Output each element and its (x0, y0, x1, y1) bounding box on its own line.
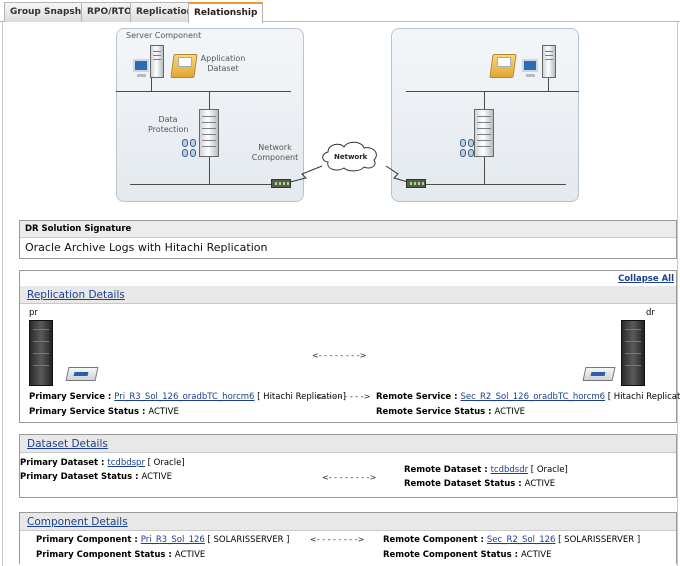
primary-host-label: pr (29, 308, 38, 318)
remote-service-status-label: Remote Service Status : (376, 407, 495, 417)
remote-service-link[interactable]: Sec_R2_Sol_126_oradbTC_horcm6 (460, 392, 606, 402)
network-cloud-icon (289, 141, 409, 183)
remote-network-switch-icon (406, 179, 426, 188)
remote-service-status-row: Remote Service Status : ACTIVE (376, 407, 525, 418)
primary-tape-drive-icon (65, 367, 99, 381)
remote-service-status-value: ACTIVE (494, 407, 526, 417)
remote-dataset-link[interactable]: tcdbdsdr (490, 465, 529, 475)
primary-service-label: Primary Service : (29, 392, 115, 402)
replication-arrow-icon: <- - - - - - - -> (312, 351, 367, 360)
remote-lower-bus-line (426, 184, 566, 185)
primary-dataset-status-label: Primary Dataset Status : (20, 472, 142, 482)
component-arrow-icon: <- - - - - - - -> (310, 535, 365, 544)
primary-component-status-label: Primary Component Status : (36, 550, 175, 560)
remote-tape-drive-icon (582, 367, 616, 381)
replication-details-panel: Collapse All Replication Details pr dr <… (19, 270, 680, 423)
remote-storage-rack-icon (621, 320, 645, 386)
remote-dataset-type: [ Oracle] (528, 465, 568, 475)
primary-component-label: Primary Component : (36, 535, 141, 545)
remote-component-type: [ SOLARISSERVER ] (555, 535, 641, 545)
remote-component-link[interactable]: Sec_R2_Sol_126 (486, 535, 556, 545)
remote-component-row: Remote Component : Sec_R2_Sol_126 [ SOLA… (383, 535, 640, 546)
remote-server-link (548, 78, 549, 91)
remote-component-label: Remote Component : (383, 535, 487, 545)
tab-bar: Group Snapshot RPO/RTO Replication Relat… (0, 0, 680, 23)
dataset-details-panel: Dataset Details Primary Dataset : tcdbds… (19, 434, 677, 498)
dr-signature-value: Oracle Archive Logs with Hitachi Replica… (25, 241, 268, 254)
service-link-arrow-icon: <- - - - - - - -> (316, 392, 371, 401)
remote-host-label: dr (646, 308, 655, 318)
primary-dataset-status-row: Primary Dataset Status : ACTIVE (20, 472, 172, 483)
primary-component-link[interactable]: Pri_R3_Sol_126 (140, 535, 205, 545)
remote-dataset-row: Remote Dataset : tcdbdsdr [ Oracle] (404, 465, 568, 476)
dataset-details-header[interactable]: Dataset Details (20, 435, 676, 453)
component-details-panel: Component Details Primary Component : Pr… (19, 512, 677, 564)
remote-upper-bus-line (406, 91, 579, 92)
primary-dataset-link[interactable]: tcdbdspr (107, 458, 145, 468)
server-component-label: Server Component (126, 31, 202, 40)
remote-dataset-status-label: Remote Dataset Status : (404, 479, 525, 489)
primary-server-link (151, 78, 152, 91)
remote-dataset-status-row: Remote Dataset Status : ACTIVE (404, 479, 555, 490)
network-cloud-label: Network (334, 153, 368, 161)
remote-storage-array-icon (474, 109, 494, 157)
remote-service-type: [ Hitachi Replication] (607, 392, 680, 402)
primary-service-type: [ Hitachi Replication] (254, 392, 346, 402)
primary-service-row: Primary Service : Pri_R3_Sol_126_oradbTC… (29, 392, 346, 403)
primary-component-status-row: Primary Component Status : ACTIVE (36, 550, 205, 561)
primary-dataset-type: [ Oracle] (144, 458, 185, 468)
collapse-all-link[interactable]: Collapse All (618, 274, 674, 284)
primary-service-status-row: Primary Service Status : ACTIVE (29, 407, 179, 418)
primary-storage-link-bottom (209, 157, 210, 184)
primary-storage-rack-icon (29, 320, 53, 386)
network-switch-icon (271, 179, 291, 188)
dr-signature-panel: DR Solution Signature Oracle Archive Log… (19, 220, 677, 259)
remote-dataset-status-value: ACTIVE (524, 479, 556, 489)
primary-component-type: [ SOLARISSERVER ] (204, 535, 290, 545)
primary-dataset-status-value: ACTIVE (141, 472, 172, 482)
remote-storage-link-bottom (484, 157, 485, 184)
remote-dataset-label: Remote Dataset : (404, 465, 491, 475)
remote-storage-link-top (484, 91, 485, 109)
dataset-arrow-icon: <- - - - - - - -> (322, 473, 377, 482)
component-details-header[interactable]: Component Details (20, 513, 676, 531)
primary-storage-link-top (209, 91, 210, 109)
remote-service-row: Remote Service : Sec_R2_Sol_126_oradbTC_… (376, 392, 680, 403)
primary-service-status-value: ACTIVE (148, 407, 179, 417)
primary-upper-bus-line (116, 91, 291, 92)
replication-details-title[interactable]: Replication Details (27, 289, 125, 301)
component-details-title[interactable]: Component Details (27, 516, 128, 528)
remote-component-status-label: Remote Component Status : (383, 550, 521, 560)
remote-service-label: Remote Service : (376, 392, 461, 402)
primary-component-status-value: ACTIVE (174, 550, 206, 560)
primary-dataset-row: Primary Dataset : tcdbdspr [ Oracle] (20, 458, 185, 469)
primary-lower-bus-line (130, 184, 271, 185)
remote-component-status-row: Remote Component Status : ACTIVE (383, 550, 551, 561)
primary-service-link[interactable]: Pri_R3_Sol_126_oradbTC_horcm6 (114, 392, 255, 402)
storage-array-icon (199, 109, 219, 157)
primary-service-status-label: Primary Service Status : (29, 407, 149, 417)
content-frame (2, 22, 678, 566)
primary-dataset-label: Primary Dataset : (20, 458, 108, 468)
replication-details-header[interactable]: Replication Details (20, 286, 676, 304)
remote-component-status-value: ACTIVE (520, 550, 552, 560)
dr-signature-header: DR Solution Signature (20, 221, 676, 238)
tab-relationship[interactable]: Relationship (188, 2, 264, 23)
primary-component-row: Primary Component : Pri_R3_Sol_126 [ SOL… (36, 535, 290, 546)
dataset-details-title[interactable]: Dataset Details (27, 438, 108, 450)
